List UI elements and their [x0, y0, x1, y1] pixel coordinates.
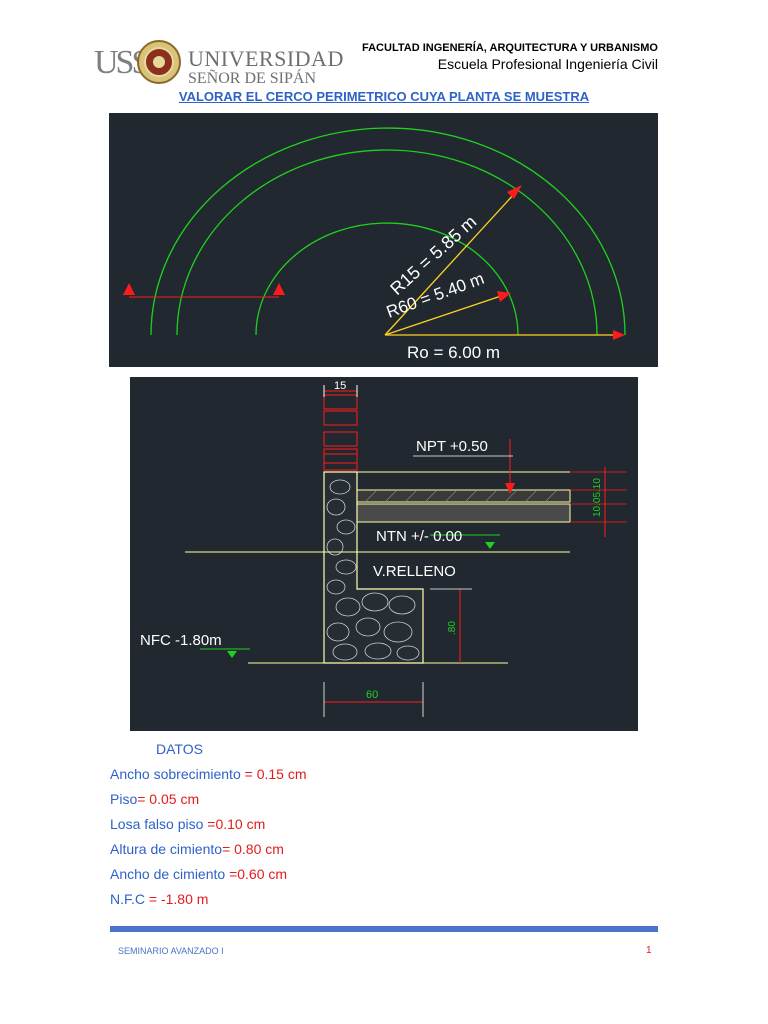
ro-arrow — [613, 330, 625, 340]
datos-label: Ancho sobrecimiento — [110, 766, 245, 782]
middle-arc — [176, 149, 598, 336]
faculty-block: FACULTAD INGENERÍA, ARQUITECTURA Y URBAN… — [362, 42, 658, 72]
university-name-line2: SEÑOR DE SIPÁN — [188, 70, 317, 87]
r60-arrow — [497, 291, 511, 302]
width-top-label: 15 — [334, 380, 346, 392]
ntn-label: NTN +/- 0.00 — [376, 528, 462, 545]
r60-line — [384, 295, 502, 336]
datos-value: = 0.15 cm — [244, 766, 307, 782]
width-bottom-label: 60 — [366, 689, 378, 701]
datos-row: Ancho sobrecimiento = 0.15 cm — [110, 766, 307, 782]
datos-label: Altura de cimiento — [110, 841, 223, 857]
r15-line — [384, 192, 516, 336]
right-dims-label: 10.05.10 — [592, 478, 603, 517]
datos-label: Losa falso piso — [110, 816, 208, 832]
footer-course: SEMINARIO AVANZADO I — [118, 946, 224, 956]
datos-value: = 0.05 cm — [137, 791, 200, 807]
r15-arrow — [507, 185, 522, 199]
datos-value: = 0.80 cm — [222, 841, 284, 857]
stone-fill — [326, 479, 420, 661]
university-name-line1: UNIVERSIDAD — [188, 46, 344, 71]
datos-row: N.F.C = -1.80 m — [110, 891, 208, 907]
datos-row: Piso= 0.05 cm — [110, 791, 199, 807]
npt-label: NPT +0.50 — [416, 438, 488, 455]
datos-row: Ancho de cimiento =0.60 cm — [110, 866, 287, 882]
plan-figure: R15 = 5.85 m R60 = 5.40 m Ro = 6.00 m — [109, 113, 658, 367]
relleno-label: V.RELLENO — [373, 563, 456, 580]
datos-label: N.F.C — [110, 891, 149, 907]
floor-layer — [356, 489, 571, 503]
datos-row: Altura de cimiento= 0.80 cm — [110, 841, 284, 857]
inner-arc — [255, 222, 519, 336]
footer-bar — [110, 926, 658, 932]
university-seal-icon — [137, 40, 181, 84]
datos-label: Ancho de cimiento — [110, 866, 230, 882]
page-number: 1 — [646, 945, 652, 956]
university-name: UNIVERSIDAD SEÑOR DE SIPÁN — [188, 46, 344, 88]
document-title: VALORAR EL CERCO PERIMETRICO CUYA PLANTA… — [178, 89, 590, 104]
faculty-name: FACULTAD INGENERÍA, ARQUITECTURA Y URBAN… — [362, 42, 658, 54]
datos-value: =0.10 cm — [207, 816, 266, 832]
cut-marker-left — [123, 283, 135, 295]
datos-value: = -1.80 m — [148, 891, 209, 907]
ro-label: Ro = 6.00 m — [407, 343, 500, 362]
brick-stack — [323, 394, 358, 471]
outer-arc — [150, 127, 626, 336]
height-label: .80 — [447, 621, 458, 635]
cut-marker-right — [273, 283, 285, 295]
slab-layer — [356, 503, 571, 523]
school-name: Escuela Profesional Ingeniería Civil — [437, 56, 658, 72]
datos-label: Piso — [110, 791, 138, 807]
datos-row: Losa falso piso =0.10 cm — [110, 816, 265, 832]
datos-value: =0.60 cm — [229, 866, 288, 882]
nfc-label: NFC -1.80m — [140, 632, 222, 649]
section-figure: 15 10.05.10 .80 60 NPT +0.50 NTN — [130, 377, 638, 731]
datos-heading: DATOS — [156, 741, 203, 757]
